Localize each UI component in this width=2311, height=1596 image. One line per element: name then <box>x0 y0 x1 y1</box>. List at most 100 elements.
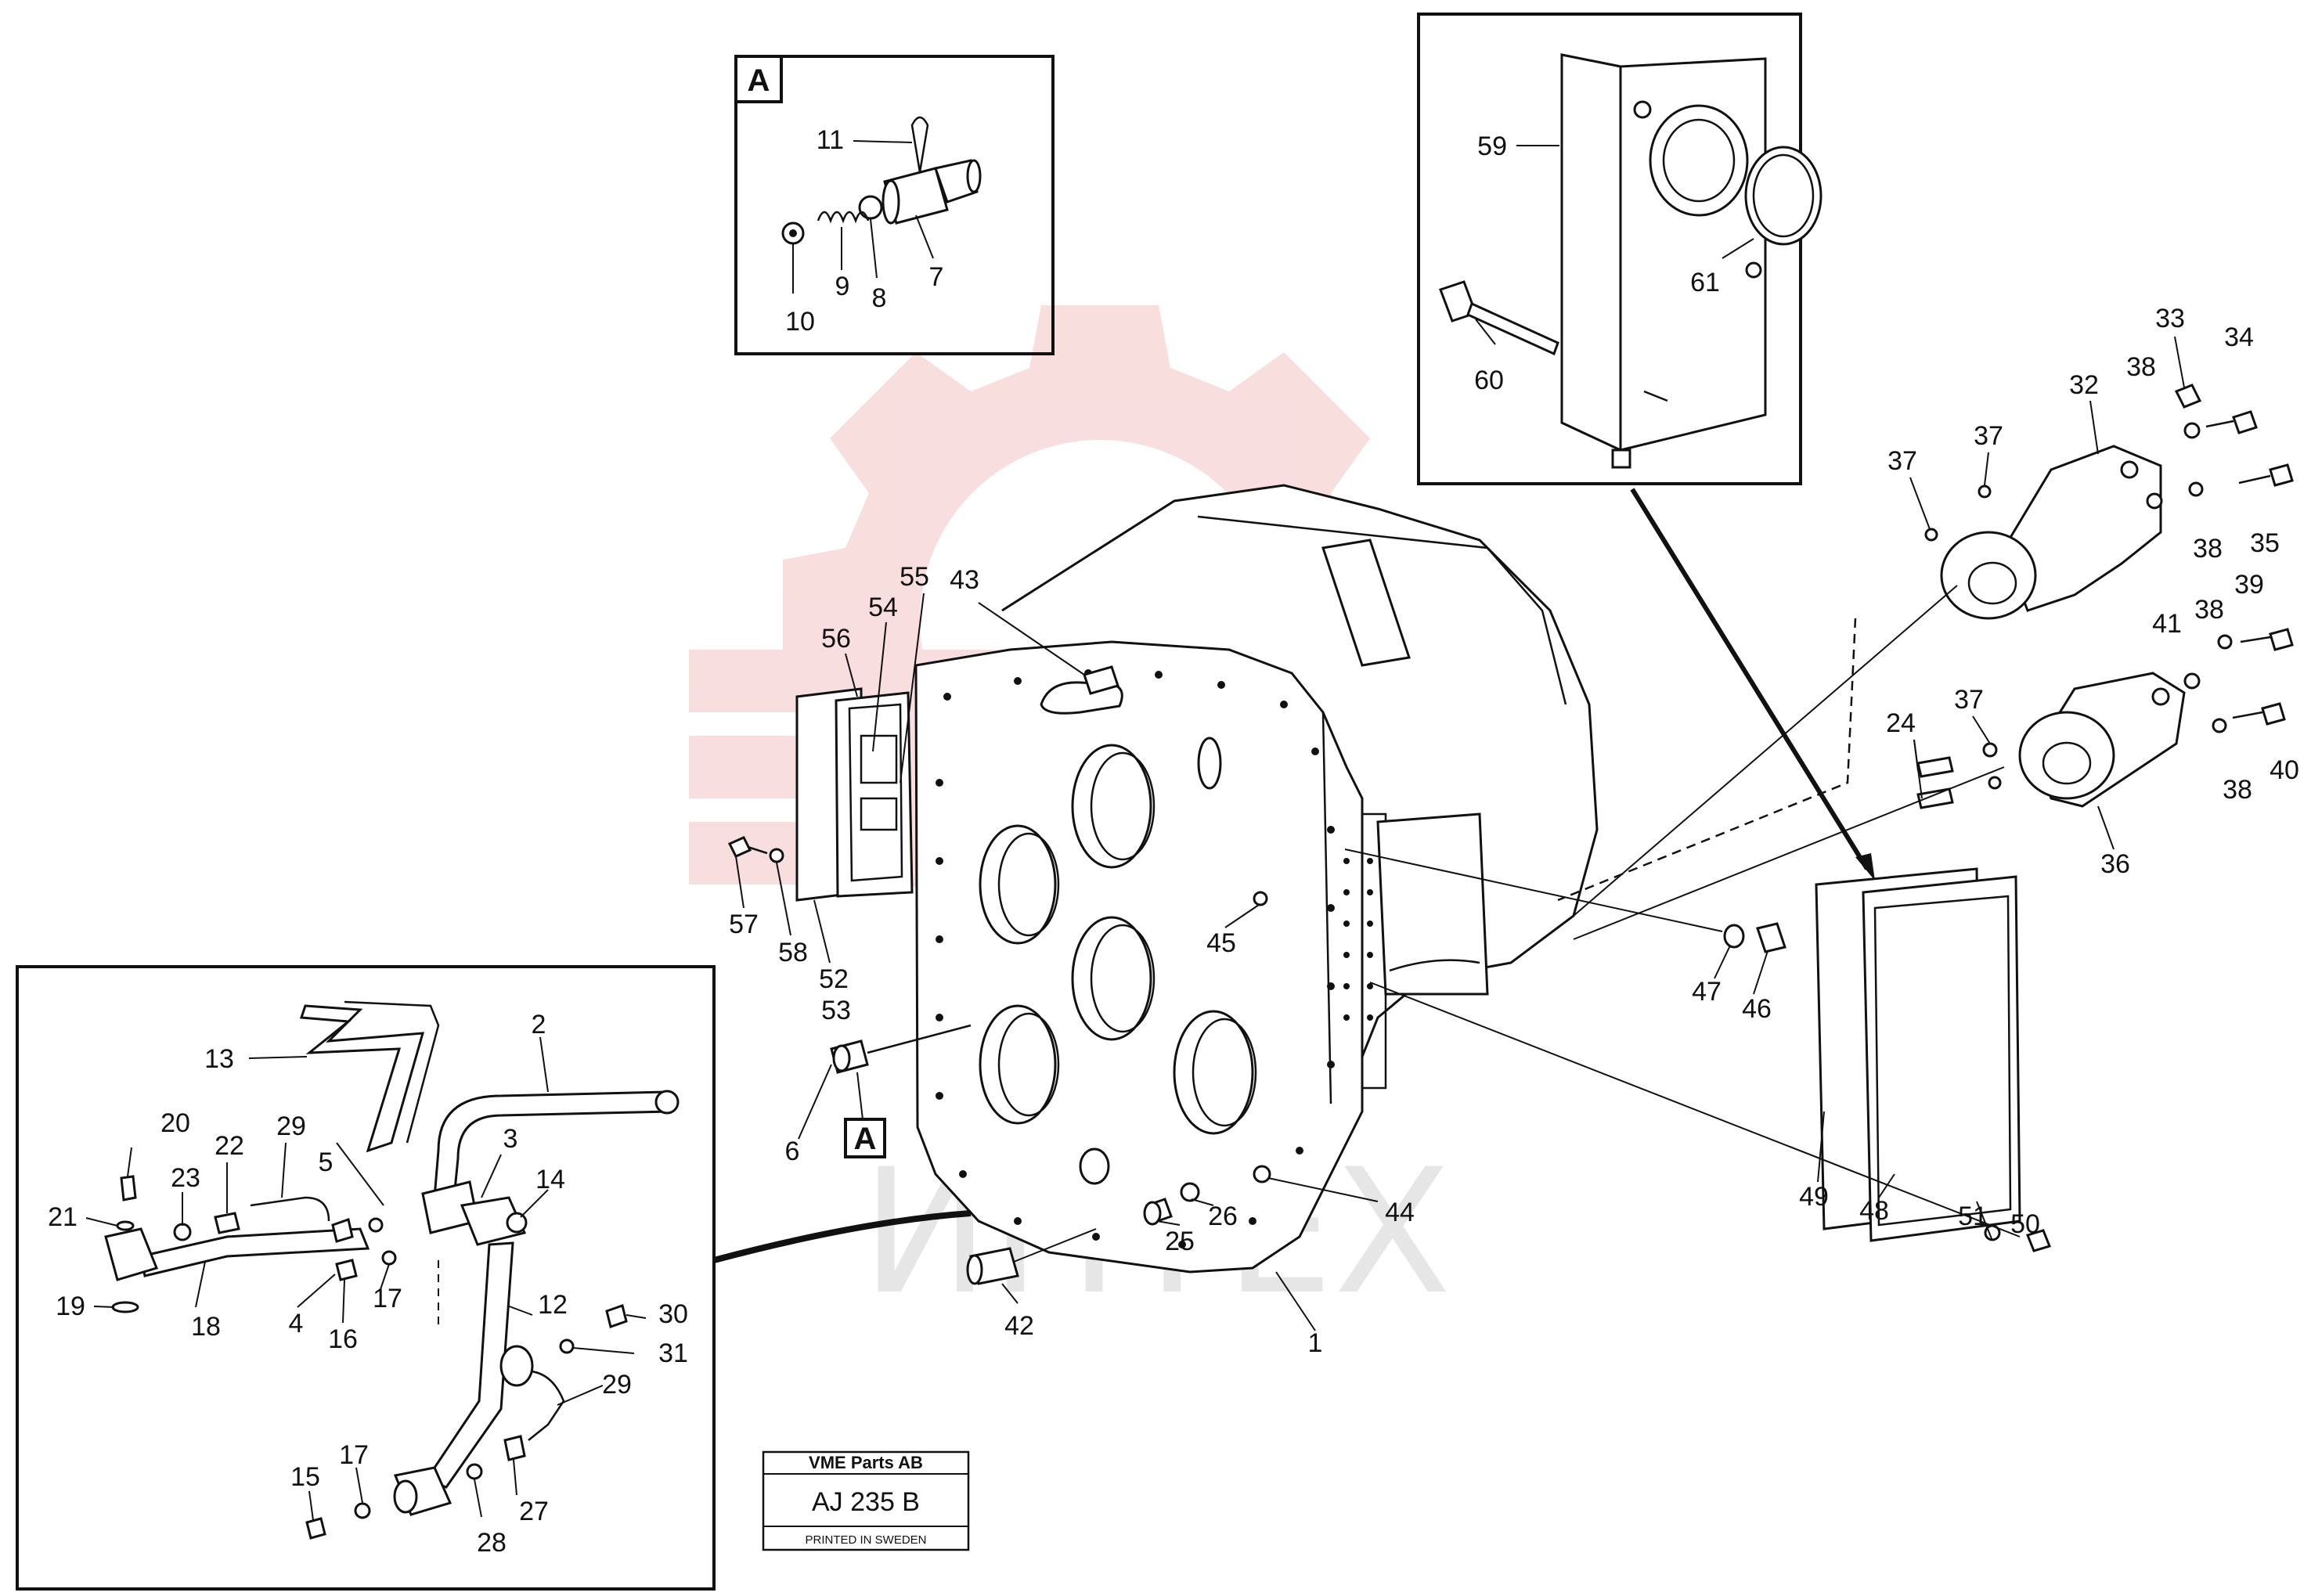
callout-61: 61 <box>1690 268 1720 297</box>
callout-49: 49 <box>1799 1182 1829 1212</box>
callout-19: 19 <box>56 1292 85 1321</box>
detail-box-a: A 11 10 9 8 7 <box>734 55 1055 355</box>
callout-41: 41 <box>2152 609 2182 639</box>
plug-44 <box>1253 1165 1271 1183</box>
cover-plates-52-56 <box>795 687 914 902</box>
callout-29: 29 <box>602 1370 632 1400</box>
callout-54: 54 <box>868 593 898 622</box>
bracket-36 <box>2018 672 2186 808</box>
bolt-50 <box>2025 1229 2052 1252</box>
ball-8 <box>858 195 883 220</box>
washer-58 <box>769 848 784 863</box>
bracket-32 <box>1940 445 2163 620</box>
housing-1 <box>914 484 1599 1274</box>
callout-59: 59 <box>1477 131 1507 161</box>
bolt-57 <box>727 836 768 858</box>
callout-21: 21 <box>48 1202 78 1232</box>
callout-5: 5 <box>319 1147 333 1177</box>
callout-47: 47 <box>1692 977 1722 1007</box>
callout-50: 50 <box>2010 1209 2040 1239</box>
callout-57: 57 <box>729 910 759 939</box>
callout-17: 17 <box>373 1284 402 1313</box>
callout-55: 55 <box>900 562 929 592</box>
callout-27: 27 <box>519 1497 549 1526</box>
callout-2: 2 <box>532 1010 546 1039</box>
callout-35: 35 <box>2250 528 2280 558</box>
callout-6: 6 <box>785 1137 800 1166</box>
plug-25 <box>1143 1198 1173 1226</box>
main-callouts: 43 55 54 56 57 58 52 53 6 45 25 26 44 42… <box>729 304 2299 1358</box>
callout-60: 60 <box>1474 366 1504 395</box>
callout-15: 15 <box>290 1462 320 1492</box>
callout-24: 24 <box>1886 708 1916 738</box>
callout-45: 45 <box>1206 928 1236 958</box>
callout-13: 13 <box>204 1044 234 1074</box>
fitting-6 <box>830 1024 972 1120</box>
callout-42: 42 <box>1004 1311 1034 1341</box>
callout-29: 29 <box>276 1111 306 1141</box>
callout-38: 38 <box>2126 352 2156 382</box>
callout-37: 37 <box>1954 685 1984 715</box>
washer-47 <box>1723 924 1745 949</box>
plug-46 <box>1756 922 1786 953</box>
callout-22: 22 <box>215 1131 244 1161</box>
cotter-pin-11 <box>910 116 929 173</box>
callout-28: 28 <box>477 1528 507 1558</box>
bolt-60 <box>1439 280 1559 356</box>
callout-33: 33 <box>2155 304 2185 333</box>
callout-1: 1 <box>1308 1328 1323 1358</box>
cover-48 <box>1815 867 2021 1242</box>
callout-53: 53 <box>821 996 851 1025</box>
detail-box-pipes: 13 2 20 22 29 5 3 14 21 23 19 18 4 16 17… <box>16 965 972 1591</box>
callout-9: 9 <box>835 272 850 301</box>
callout-17: 17 <box>339 1440 369 1470</box>
callout-12: 12 <box>538 1290 568 1320</box>
callout-39: 39 <box>2234 570 2264 600</box>
plug-45 <box>1253 891 1268 906</box>
callout-10: 10 <box>785 307 815 337</box>
callout-7: 7 <box>929 262 944 292</box>
hardware-right <box>1916 384 2294 809</box>
detail-box-valve-block: 59 61 60 <box>1417 13 1875 881</box>
detail-ref-a: A <box>854 1122 877 1156</box>
callout-16: 16 <box>328 1324 358 1354</box>
detail-a-title: A <box>748 63 770 98</box>
callout-25: 25 <box>1165 1227 1195 1256</box>
stamp-company: VME Parts AB <box>809 1453 923 1472</box>
callout-34: 34 <box>2224 322 2254 352</box>
callout-36: 36 <box>2100 849 2130 879</box>
spring-9 <box>817 211 870 224</box>
callout-23: 23 <box>171 1163 200 1193</box>
o-ring-61 <box>1744 146 1822 246</box>
callout-3: 3 <box>503 1124 518 1154</box>
callout-38: 38 <box>2223 775 2252 805</box>
callout-20: 20 <box>160 1108 190 1138</box>
callout-37: 37 <box>1887 446 1917 476</box>
title-stamp: VME Parts AB AJ 235 B PRINTED IN SWEDEN <box>762 1450 970 1551</box>
stamp-code: AJ 235 B <box>812 1487 920 1517</box>
callout-56: 56 <box>821 624 851 654</box>
callout-37: 37 <box>1974 421 2003 451</box>
dowel-42 <box>966 1228 1097 1304</box>
valve-body-7 <box>881 159 982 225</box>
valve-block-59 <box>1560 53 1767 469</box>
callout-38: 38 <box>2194 595 2224 625</box>
callout-46: 46 <box>1742 994 1772 1024</box>
callout-40: 40 <box>2270 755 2299 785</box>
callout-43: 43 <box>950 565 979 595</box>
callout-32: 32 <box>2069 370 2099 400</box>
callout-18: 18 <box>191 1312 221 1342</box>
callout-31: 31 <box>658 1338 688 1368</box>
callout-11: 11 <box>817 125 844 155</box>
callout-52: 52 <box>819 964 849 994</box>
callout-38: 38 <box>2193 534 2223 564</box>
stud-43 <box>978 602 1119 695</box>
callout-58: 58 <box>778 938 808 967</box>
callout-8: 8 <box>872 283 887 313</box>
callout-26: 26 <box>1208 1202 1238 1231</box>
callout-44: 44 <box>1385 1198 1415 1227</box>
callout-4: 4 <box>289 1309 304 1338</box>
callout-48: 48 <box>1859 1196 1889 1226</box>
callout-30: 30 <box>658 1299 688 1329</box>
